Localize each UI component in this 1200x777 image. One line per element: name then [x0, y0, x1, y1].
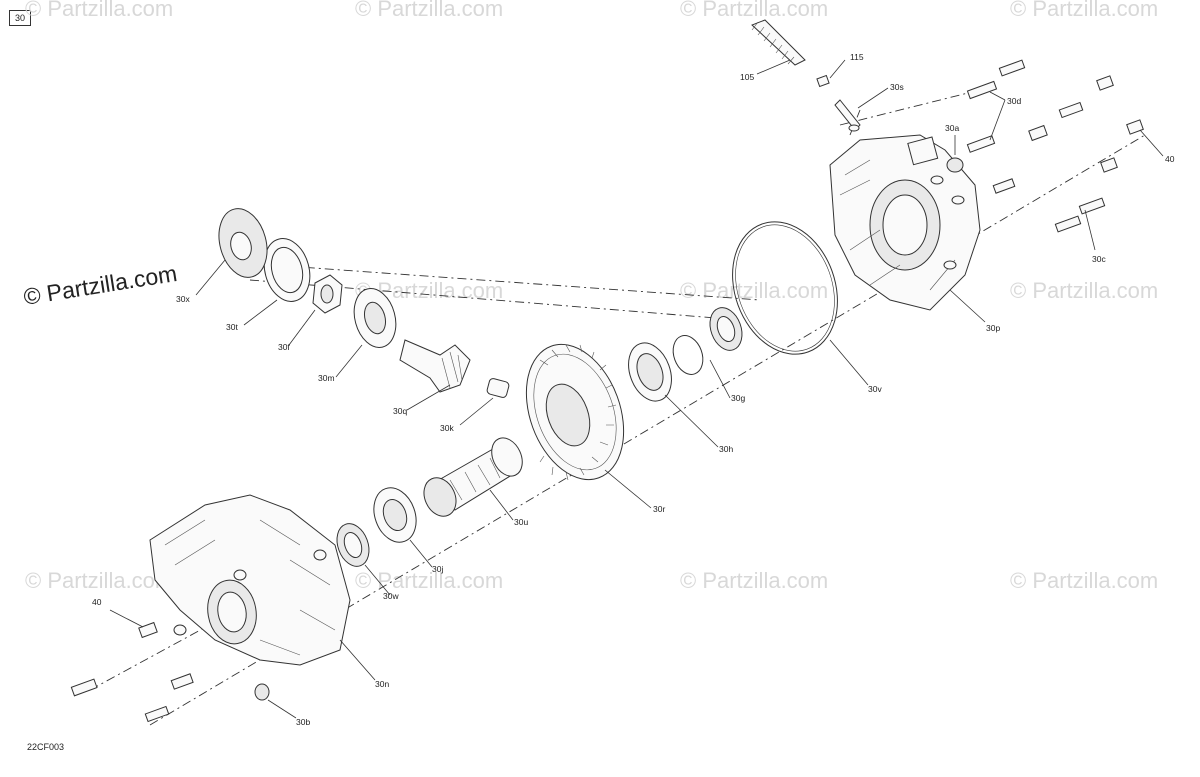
watermark: © Partzilla.com [1010, 278, 1158, 303]
bearing-30j [373, 487, 417, 543]
callout-30k: 30k [440, 423, 454, 433]
callout-30a: 30a [945, 123, 959, 133]
o-ring-30v-inner [735, 224, 835, 352]
bolts [70, 59, 1144, 723]
watermark: © Partzilla.com [355, 568, 503, 593]
differential-30u [423, 437, 523, 517]
watermark: © Partzilla.com [355, 0, 503, 21]
callout-30t: 30t [226, 322, 238, 332]
watermark: © Partzilla.com [680, 278, 828, 303]
callout-30n: 30n [375, 679, 389, 689]
watermark: © Partzilla.com [680, 0, 828, 21]
shim-30h [672, 335, 704, 375]
watermark: © Partzilla.com [1010, 0, 1158, 21]
watermark: © Partzilla.com [680, 568, 828, 593]
callout-30d: 30d [1007, 96, 1021, 106]
fitting-30a [946, 157, 964, 173]
callout-30q: 30q [393, 406, 407, 416]
callout-30c: 30c [1092, 254, 1106, 264]
callout-30u: 30u [514, 517, 528, 527]
callout-115: 115 [850, 52, 864, 62]
callout-30f: 30f [278, 342, 290, 352]
callout-labels: 105 115 30s 30d 30a 40 30c 30p 30v 30x 3… [92, 52, 1175, 727]
figure-code: 22CF003 [27, 742, 65, 752]
o-ring-30v [732, 221, 838, 355]
pin-30s [834, 99, 861, 132]
nut-30f [312, 274, 343, 314]
callout-30s: 30s [890, 82, 904, 92]
callout-30b: 30b [296, 717, 310, 727]
seal-30w [336, 523, 370, 567]
pinion-30q [399, 339, 471, 393]
ring-gear-30r [525, 343, 625, 481]
callout-40-top: 40 [1165, 154, 1175, 164]
callout-30w: 30w [383, 591, 399, 601]
seal-30g [709, 307, 743, 351]
figure-number: 30 [14, 13, 25, 23]
callout-30m: 30m [318, 373, 335, 383]
bushing-30k [486, 378, 510, 398]
callout-30h: 30h [719, 444, 733, 454]
callout-105: 105 [740, 72, 754, 82]
watermark: © Partzilla.com [25, 568, 173, 593]
callout-40-bottom: 40 [92, 597, 102, 607]
cover-housing-30p [829, 134, 981, 311]
figure-number-box: 30 [9, 10, 31, 26]
watermark: © Partzilla.com [25, 0, 173, 21]
callout-30g: 30g [731, 393, 745, 403]
partzilla-watermark: © Partzilla.com [22, 260, 179, 310]
plug-30b [254, 683, 270, 701]
watermark: © Partzilla.com [1010, 568, 1158, 593]
ring-30t [263, 238, 311, 302]
bearing-30m [353, 288, 397, 348]
callout-30r: 30r [653, 504, 665, 514]
callout-30p: 30p [986, 323, 1000, 333]
seal-30x [218, 208, 268, 278]
housing-30n [149, 494, 351, 666]
clip-115 [816, 74, 830, 88]
leader-lines [109, 59, 1164, 719]
callout-30x: 30x [176, 294, 190, 304]
spring-105 [751, 19, 806, 66]
callout-30v: 30v [868, 384, 882, 394]
bearing-30h [628, 342, 672, 402]
callout-30j: 30j [432, 564, 443, 574]
